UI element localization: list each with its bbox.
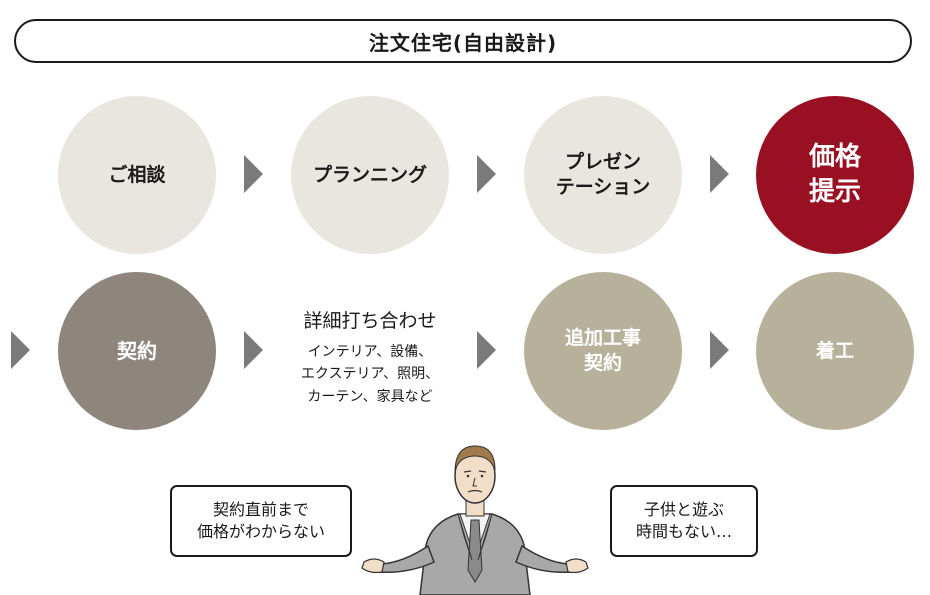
step-planning: プランニング: [291, 96, 449, 254]
step-detail-meeting-title: 詳細打ち合わせ: [303, 310, 437, 332]
speech-bubble-left: 契約直前まで 価格がわからない: [170, 485, 352, 557]
arrow-right-icon: [244, 155, 263, 193]
step-construction-start: 着工: [756, 272, 914, 430]
shrugging-man-illustration: [361, 445, 589, 595]
arrow-right-icon: [477, 155, 496, 193]
speech-bubble-right: 子供と遊ぶ 時間もない…: [610, 485, 758, 557]
step-detail-meeting-items: インテリア、設備、 エクステリア、照明、 カーテン、家具など: [300, 344, 440, 405]
step-presentation: プレゼン テーション: [524, 96, 682, 254]
arrow-right-icon: [11, 331, 30, 369]
step-additional-contract: 追加工事 契約: [524, 272, 682, 430]
header-title: 注文住宅(自由設計): [14, 19, 912, 63]
arrow-right-icon: [244, 331, 263, 369]
step-consultation: ご相談: [58, 96, 216, 254]
step-price-presentation: 価格 提示: [756, 96, 914, 254]
arrow-right-icon: [477, 331, 496, 369]
arrow-right-icon: [710, 155, 729, 193]
arrow-right-icon: [710, 331, 729, 369]
step-contract: 契約: [58, 272, 216, 430]
